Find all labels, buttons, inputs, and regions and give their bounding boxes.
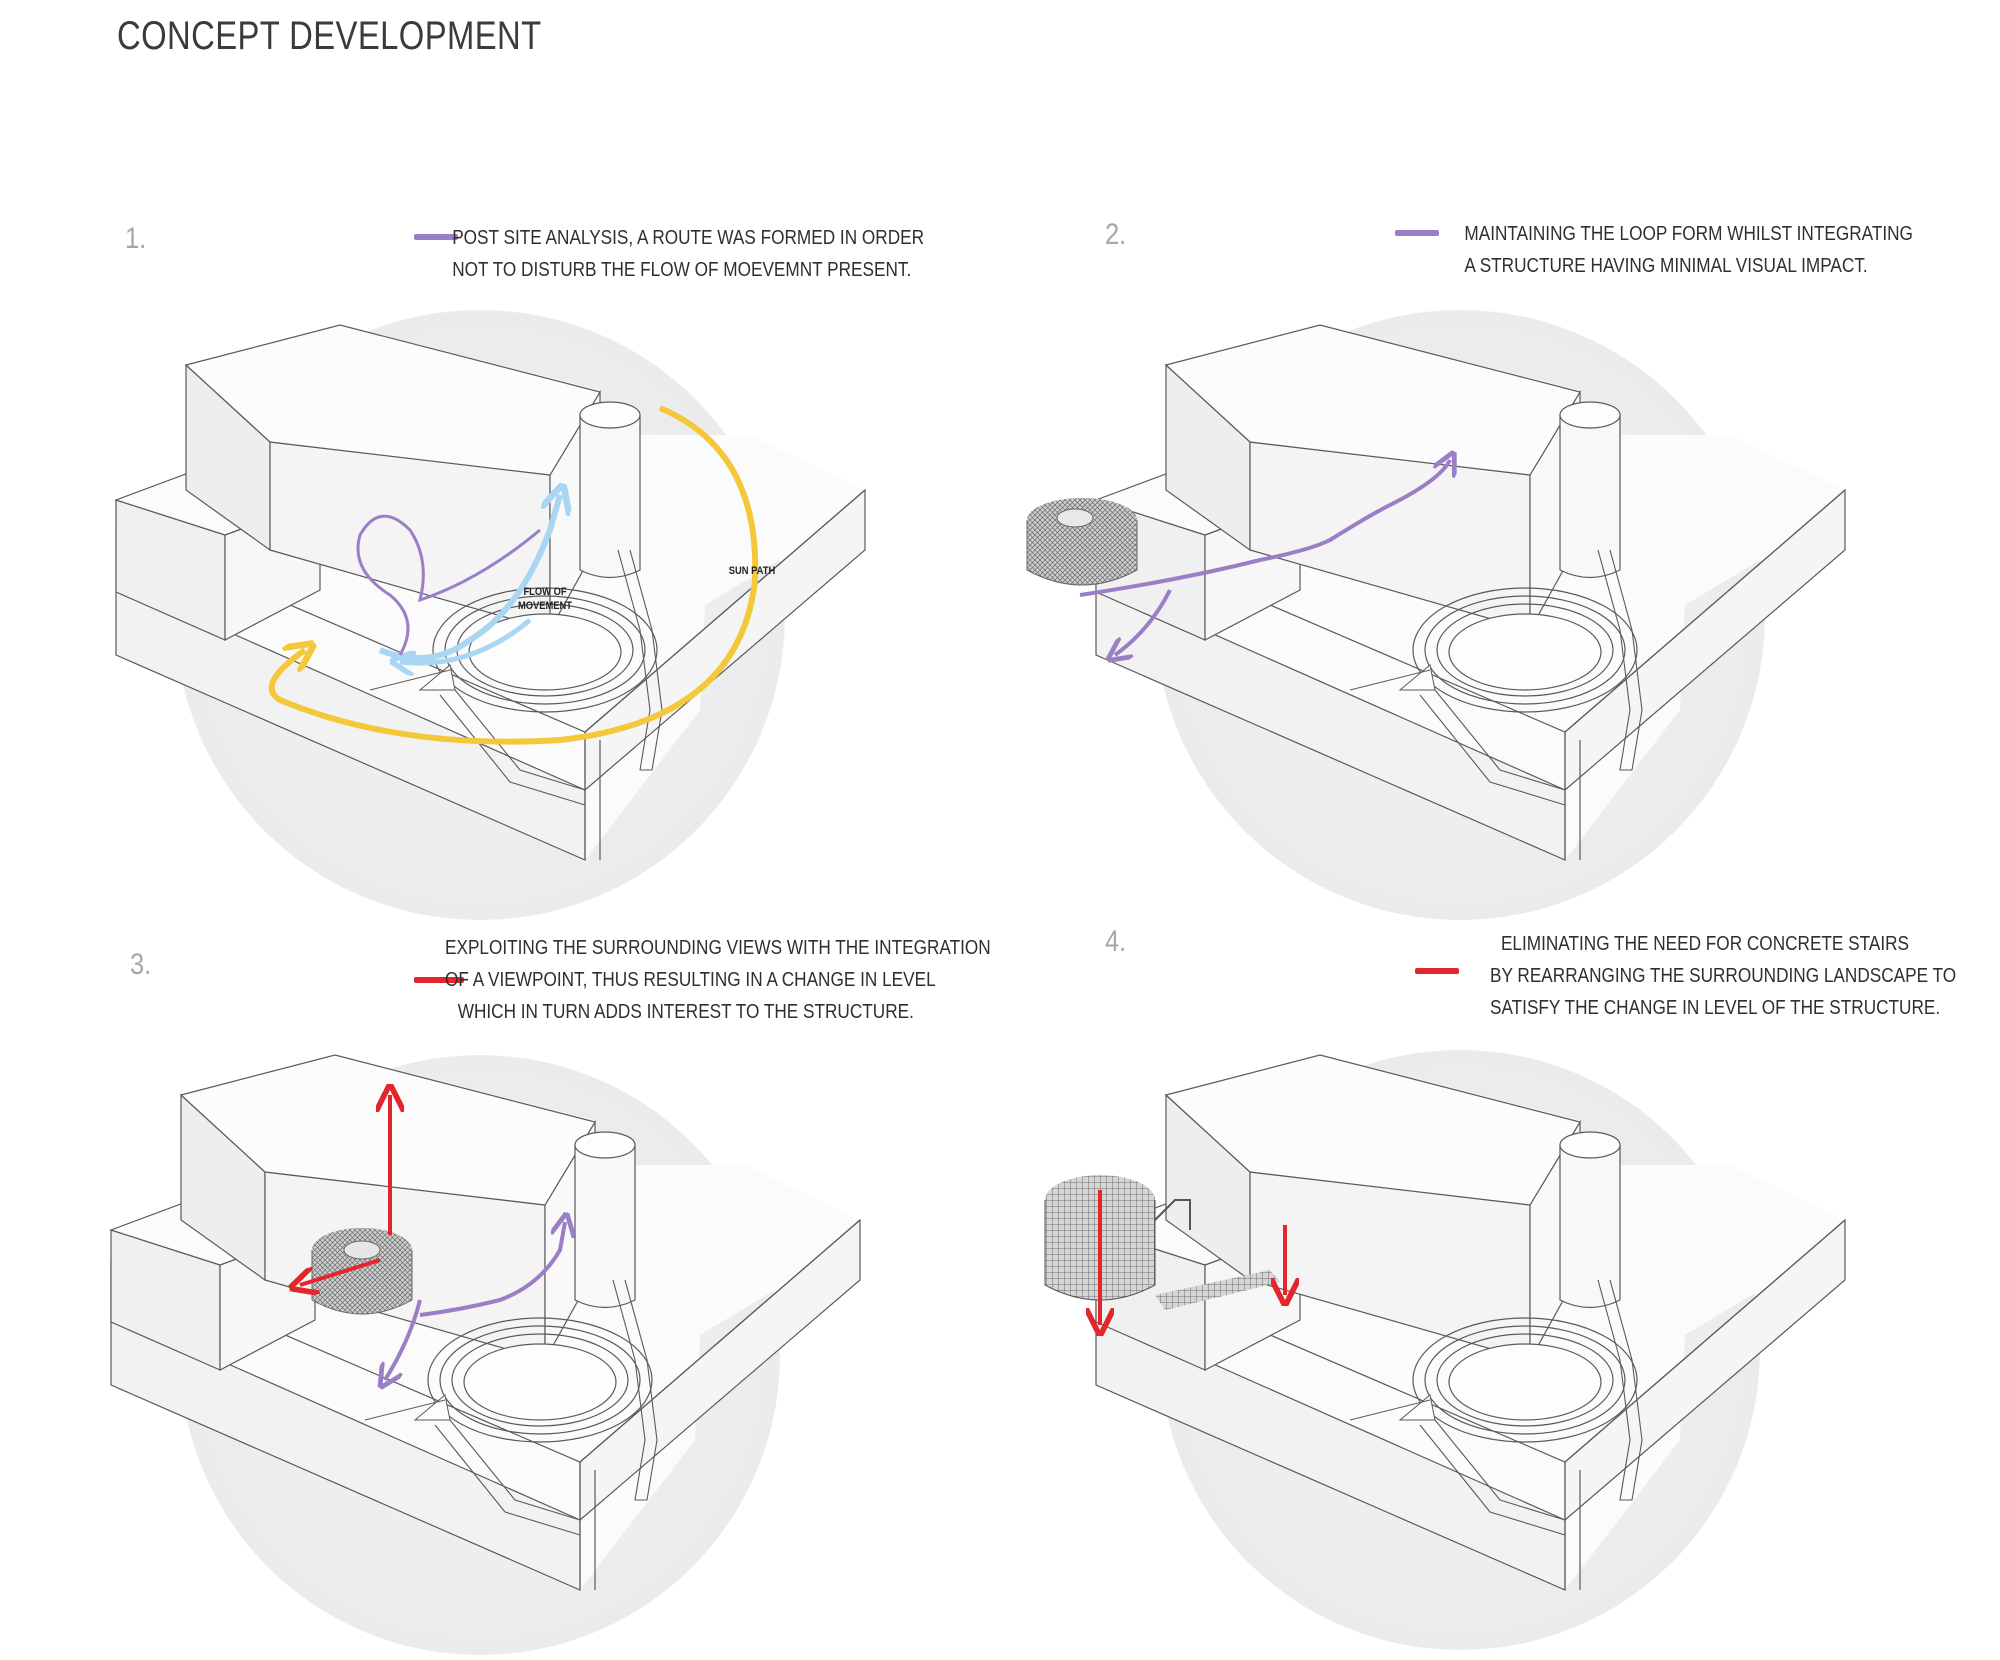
panel-3: 3. EXPLOITING THE SURROUNDING VIEWS WITH… — [0, 900, 1000, 1660]
panel-4: 4. ELIMINATING THE NEED FOR CONCRETE STA… — [980, 900, 1980, 1660]
route-key — [414, 234, 458, 240]
caption-line: ELIMINATING THE NEED FOR CONCRETE STAIRS — [1500, 933, 1910, 955]
caption-line: POST SITE ANALYSIS, A ROUTE WAS FORMED I… — [452, 227, 925, 249]
level-key — [1415, 968, 1459, 974]
panel-1: 1. POST SITE ANALYSIS, A ROUTE WAS FORME… — [0, 200, 1000, 960]
sun-path-label: SUN PATH — [728, 565, 776, 577]
site-model-2 — [1026, 310, 1846, 920]
route-arrow-2 — [1115, 589, 1172, 655]
route-key — [1395, 230, 1439, 236]
panel-number: 3. — [130, 948, 152, 981]
panel-caption: ELIMINATING THE NEED FOR CONCRETE STAIRS… — [1490, 928, 1957, 1024]
site-model-1 — [115, 310, 866, 920]
route-arrow — [1079, 460, 1450, 597]
flow-arrow-2 — [400, 618, 532, 663]
panel-2: 2. MAINTAINING THE LOOP FORM WHILST INTE… — [980, 200, 1980, 960]
caption-line: WHICH IN TURN ADDS INTEREST TO THE STRUC… — [457, 1001, 914, 1023]
loop-structure — [1026, 498, 1138, 586]
sun-path-arrow — [268, 405, 759, 745]
route-loop — [356, 514, 541, 656]
viewpoint-structure — [311, 1228, 413, 1315]
route-arrow-2 — [385, 1299, 422, 1380]
panel-number: 1. — [125, 222, 147, 255]
caption-line: A STRUCTURE HAVING MINIMAL VISUAL IMPACT… — [1464, 255, 1868, 277]
site-model-4 — [1044, 1050, 1846, 1650]
view-arrow — [300, 1258, 381, 1285]
site-model-3 — [110, 1054, 861, 1655]
caption-line: MAINTAINING THE LOOP FORM WHILST INTEGRA… — [1464, 223, 1913, 245]
caption-line: EXPLOITING THE SURROUNDING VIEWS WITH TH… — [445, 937, 991, 959]
panel-number: 2. — [1105, 218, 1127, 251]
panel-caption: POST SITE ANALYSIS, A ROUTE WAS FORMED I… — [452, 222, 925, 286]
caption-line: NOT TO DISTURB THE FLOW OF MOEVEMNT PRES… — [452, 259, 912, 281]
caption-line: BY REARRANGING THE SURROUNDING LANDSCAPE… — [1490, 965, 1957, 987]
level-key — [414, 977, 464, 983]
caption-line: SATISFY THE CHANGE IN LEVEL OF THE STRUC… — [1490, 997, 1941, 1019]
route-arrow — [419, 1222, 565, 1317]
page-title: CONCEPT DEVELOPMENT — [117, 14, 542, 58]
flow-label: FLOW OF MOVEMENT — [517, 586, 573, 612]
panel-caption: EXPLOITING THE SURROUNDING VIEWS WITH TH… — [445, 932, 991, 1028]
panel-caption: MAINTAINING THE LOOP FORM WHILST INTEGRA… — [1464, 218, 1913, 282]
caption-line: OF A VIEWPOINT, THUS RESULTING IN A CHAN… — [445, 969, 936, 991]
panel-number: 4. — [1105, 925, 1127, 958]
